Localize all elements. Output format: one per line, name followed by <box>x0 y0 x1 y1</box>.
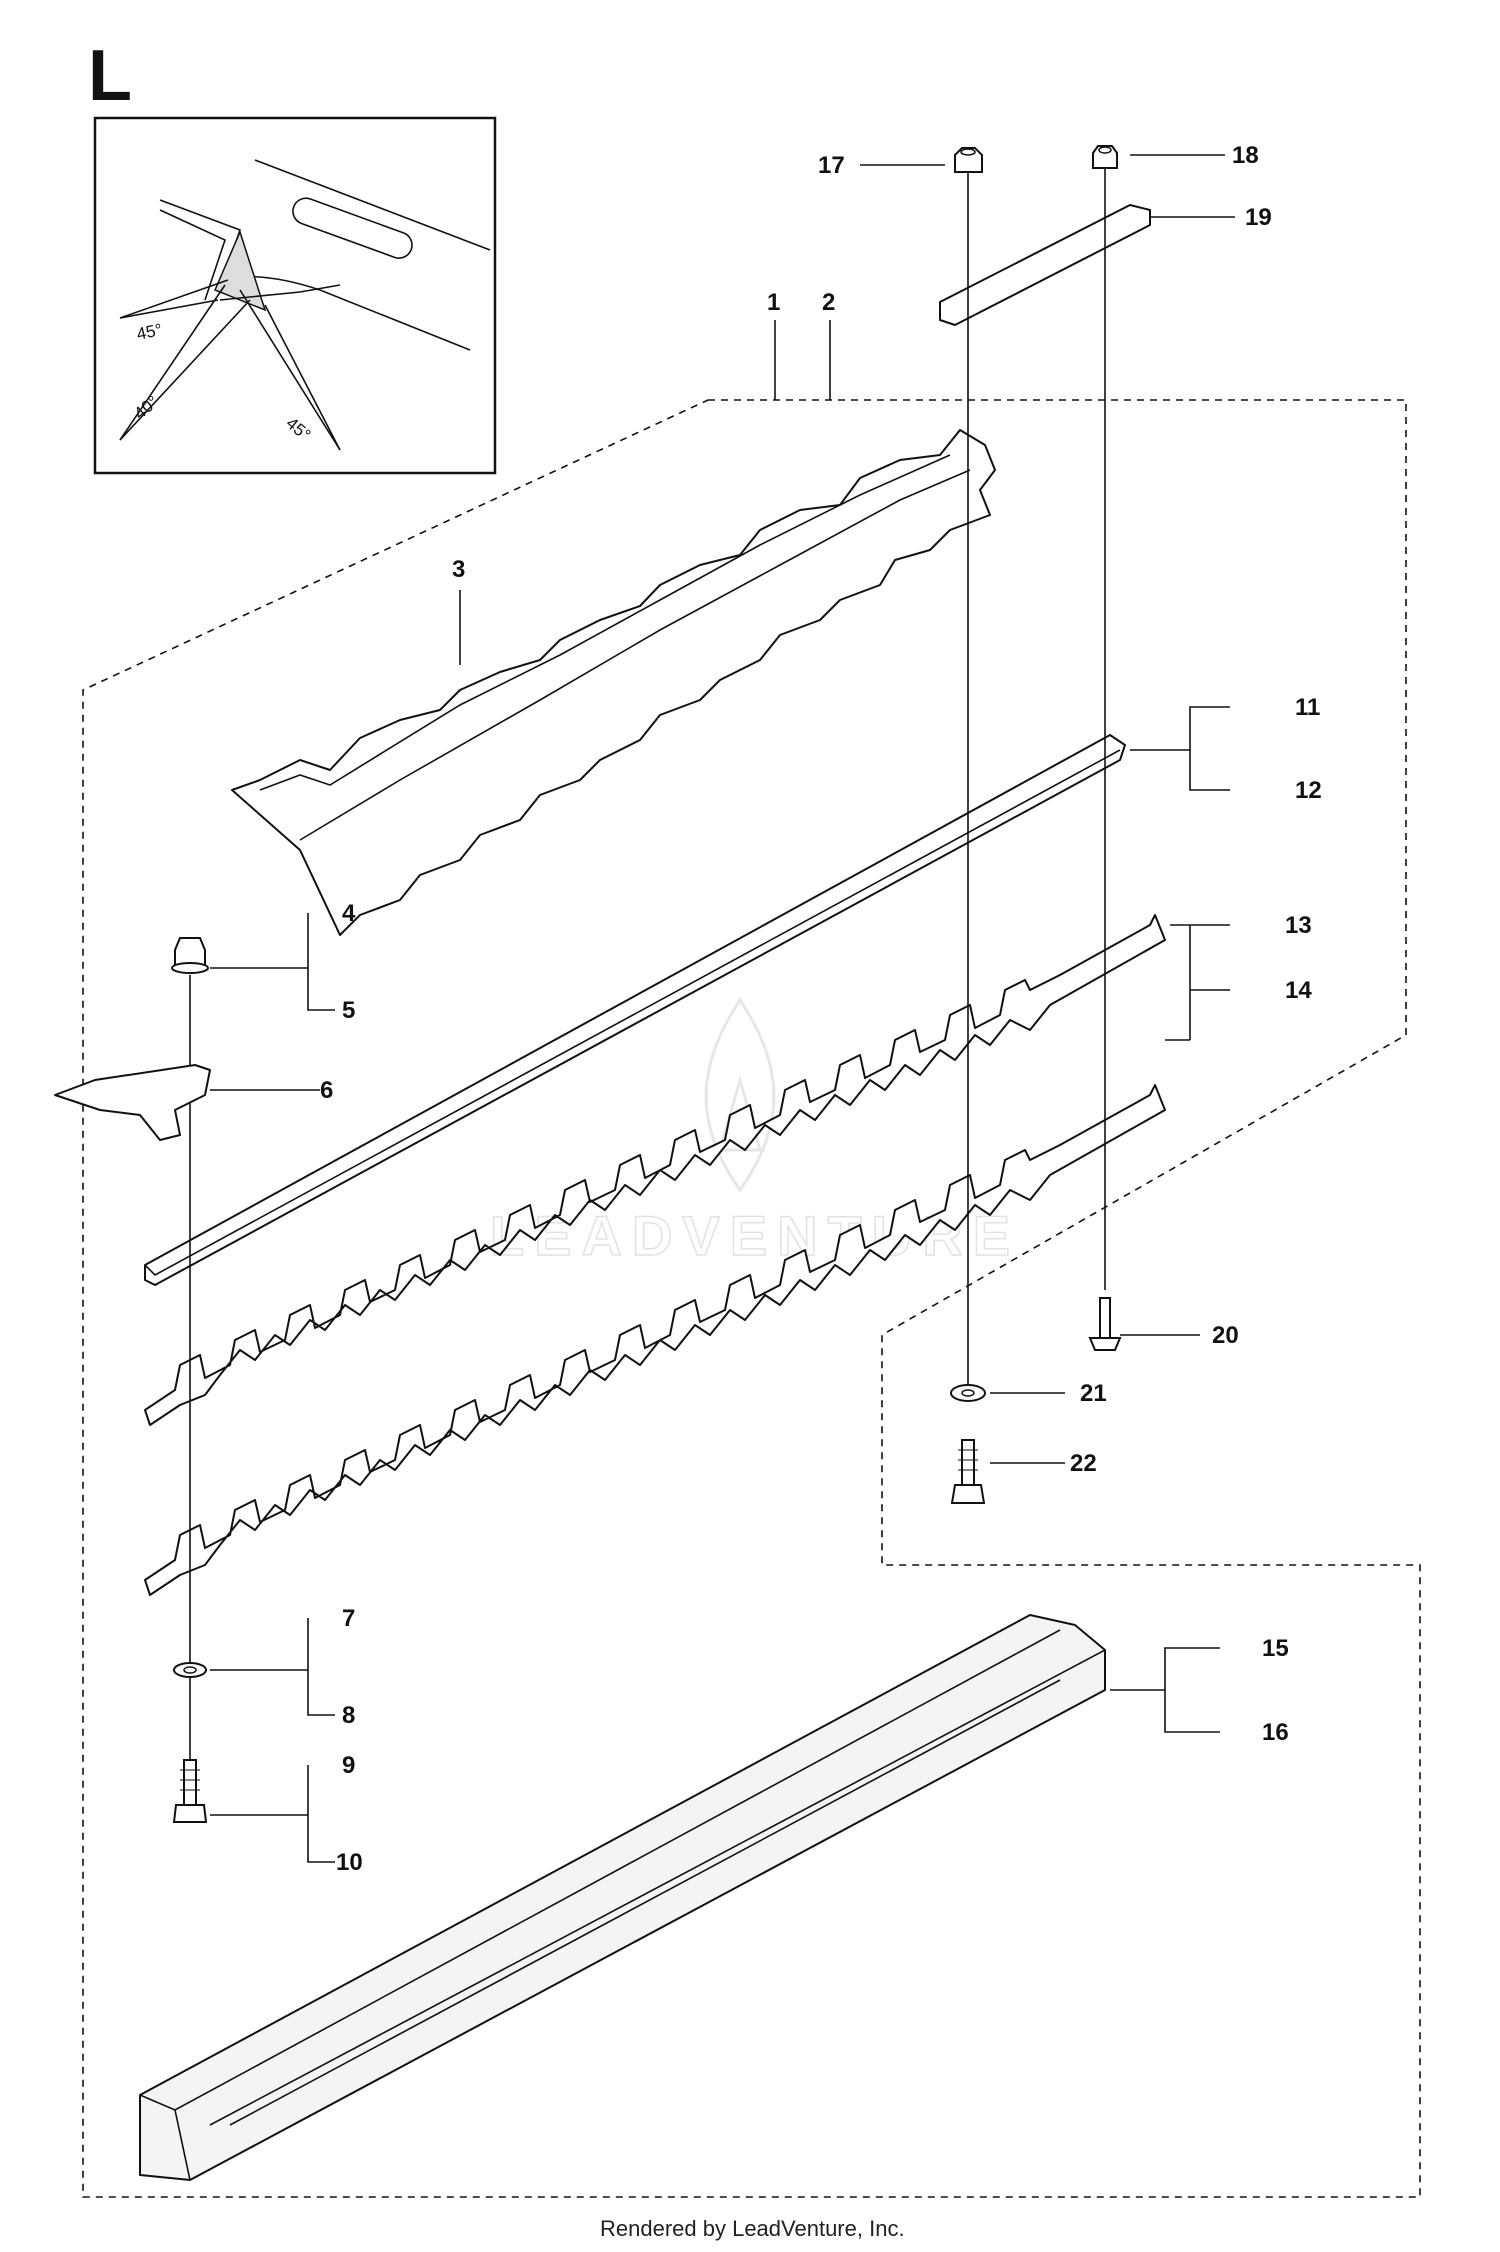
part-22-bolt[interactable] <box>950 1439 986 1504</box>
callout-5: 5 <box>342 997 355 1024</box>
callout-14: 14 <box>1285 977 1312 1004</box>
leader-lines <box>210 154 1235 1863</box>
callout-7: 7 <box>342 1605 355 1632</box>
part-6-blade-guide[interactable] <box>54 1064 211 1141</box>
callout-22: 22 <box>1070 1450 1097 1477</box>
callout-17: 17 <box>818 152 845 179</box>
part-9-10-bolt[interactable] <box>172 1759 208 1823</box>
callout-18: 18 <box>1232 142 1259 169</box>
part-14-lower-blade[interactable] <box>144 1084 1166 1596</box>
part-19-plate[interactable] <box>939 204 1151 326</box>
callout-10: 10 <box>336 1849 363 1876</box>
detail-inset: 45° 40° 45° <box>93 116 497 475</box>
section-label: L <box>88 36 132 116</box>
callout-3: 3 <box>452 556 465 583</box>
part-13-upper-blade[interactable] <box>144 914 1166 1426</box>
callout-21: 21 <box>1080 1380 1107 1407</box>
assembly-boundary <box>82 399 1421 2198</box>
callout-13: 13 <box>1285 912 1312 939</box>
callout-12: 12 <box>1295 777 1322 804</box>
callout-1: 1 <box>767 289 780 316</box>
part-18-nut[interactable] <box>1092 145 1118 169</box>
part-15-16-blade-cover[interactable] <box>139 1614 1106 2181</box>
callout-16: 16 <box>1262 1719 1289 1746</box>
part-7-8-washer[interactable] <box>173 1662 207 1678</box>
callout-20: 20 <box>1212 1322 1239 1349</box>
callout-9: 9 <box>342 1752 355 1779</box>
part-3-guard-plate[interactable] <box>231 429 996 936</box>
part-17-nut[interactable] <box>954 147 983 173</box>
callout-4: 4 <box>342 900 356 927</box>
footer-credit: Rendered by LeadVenture, Inc. <box>600 2216 905 2241</box>
callout-19: 19 <box>1245 204 1272 231</box>
callout-15: 15 <box>1262 1635 1289 1662</box>
angle-label-1: 45° <box>135 320 164 344</box>
part-20-screw[interactable] <box>1088 1297 1122 1351</box>
callout-11: 11 <box>1295 694 1320 721</box>
part-21-washer[interactable] <box>950 1384 986 1402</box>
callout-2: 2 <box>822 289 835 316</box>
callout-8: 8 <box>342 1702 355 1729</box>
part-4-5-flange-nut[interactable] <box>171 937 209 974</box>
callout-6: 6 <box>320 1077 333 1104</box>
